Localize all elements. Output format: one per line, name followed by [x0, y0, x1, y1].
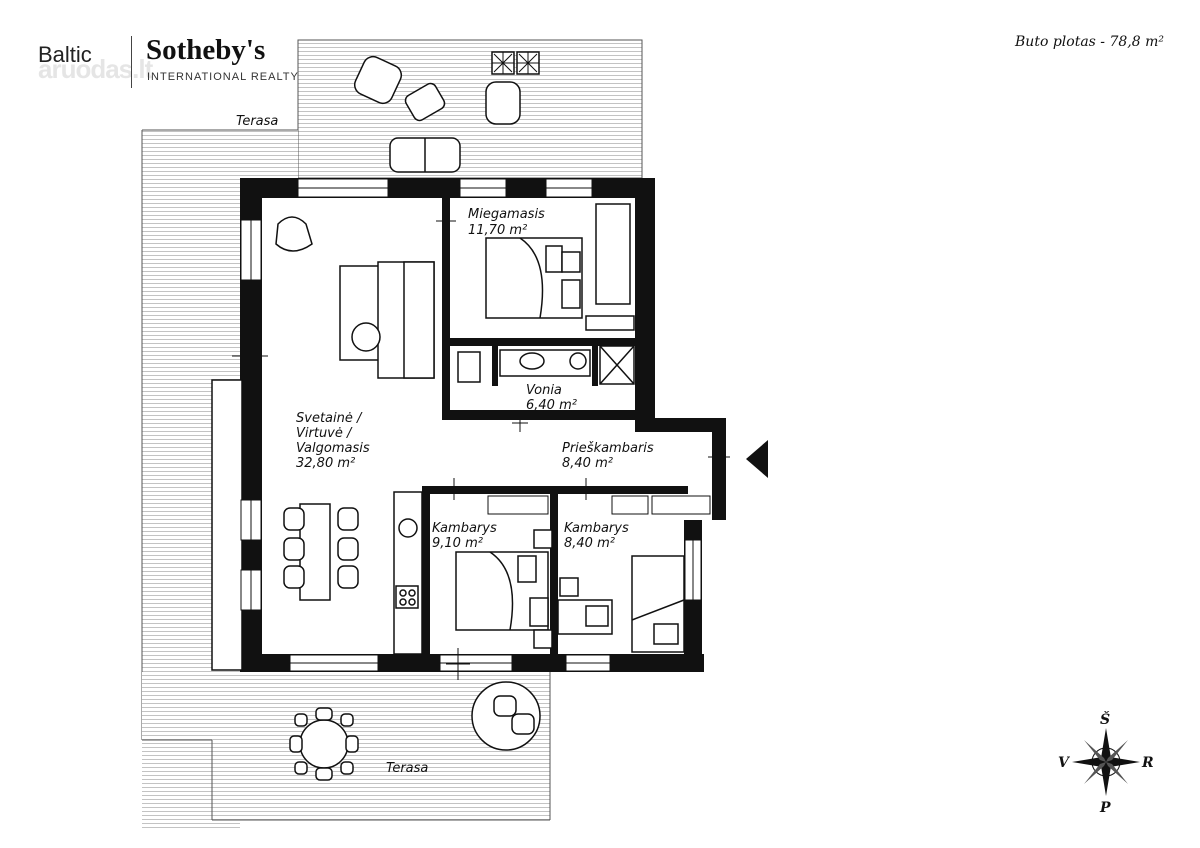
room2-name: Kambarys: [564, 521, 629, 536]
hallway-name: Prieškambaris: [562, 441, 654, 456]
interior-walls: [422, 196, 688, 672]
bathroom-area: 6,40 m²: [526, 398, 577, 413]
apartment-area-title: Buto plotas - 78,8 m²: [1015, 34, 1164, 50]
room2-furniture: [557, 555, 685, 653]
watermark: aruodas.lt: [38, 54, 153, 84]
logo-subtitle: INTERNATIONAL REALTY: [147, 71, 299, 83]
bedroom-furniture: [485, 203, 635, 331]
compass-east: R: [1141, 755, 1154, 771]
living-area: 32,80 m²: [296, 456, 355, 471]
bathroom-name: Vonia: [526, 383, 562, 398]
living-name-3: Valgomasis: [296, 441, 370, 456]
compass-north: Š: [1100, 710, 1110, 728]
room1-name: Kambarys: [432, 521, 497, 536]
door-markers: [232, 210, 730, 680]
living-furniture: [275, 216, 435, 655]
bedroom-name: Miegamasis: [468, 207, 545, 222]
bathroom-fixtures: [457, 345, 635, 385]
bedroom-area: 11,70 m²: [468, 223, 527, 238]
logo-baltic: Baltic: [38, 42, 92, 67]
living-name-2: Virtuvė /: [296, 426, 353, 441]
plant-icon: [492, 52, 539, 74]
compass-icon: Š P R V: [1058, 710, 1154, 816]
living-name-1: Svetainė /: [296, 411, 363, 426]
room1-area: 9,10 m²: [432, 536, 483, 551]
entrance-arrow-icon: [746, 440, 768, 478]
terrace-top-label: Terasa: [236, 114, 278, 129]
hallway-wardrobes: [487, 495, 711, 515]
terrace-bottom-furniture: [289, 681, 541, 781]
logo-sothebys: Sotheby's: [146, 34, 266, 66]
compass-west: V: [1058, 755, 1071, 771]
compass-south: P: [1099, 800, 1111, 816]
logo-divider: [131, 36, 132, 88]
hallway-area: 8,40 m²: [562, 456, 613, 471]
room1-furniture: [455, 529, 553, 649]
terrace-bottom-label: Terasa: [386, 761, 428, 776]
room2-area: 8,40 m²: [564, 536, 615, 551]
